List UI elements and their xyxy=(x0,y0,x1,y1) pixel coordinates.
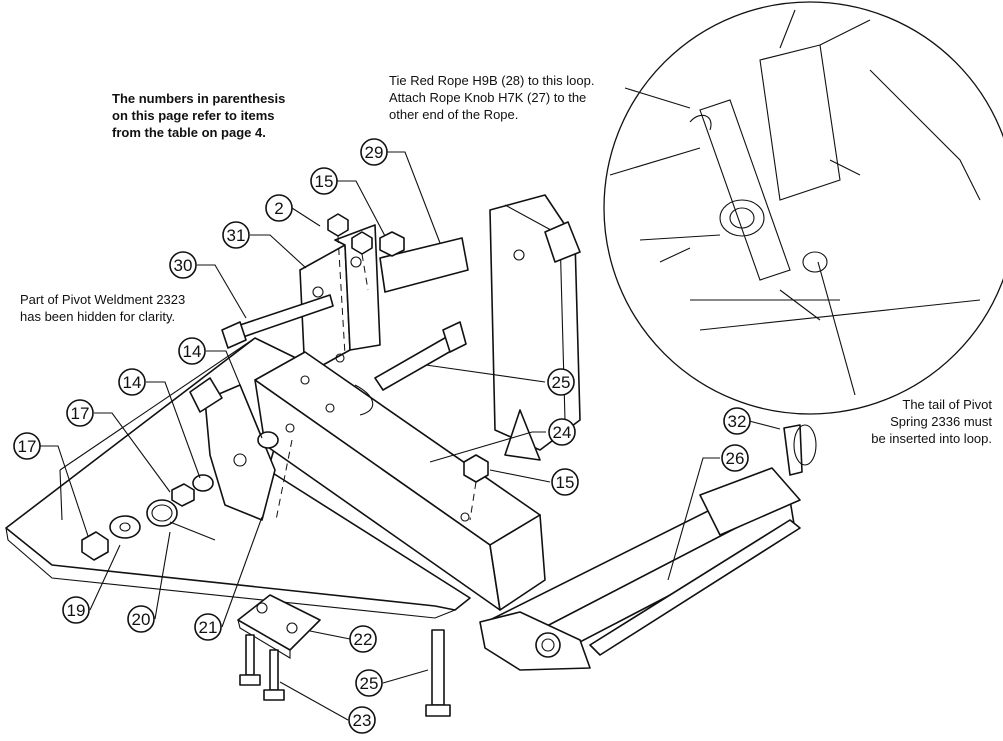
balloon-25-lower: 25 xyxy=(355,669,383,697)
rope-note: Tie Red Rope H9B (28) to this loop. Atta… xyxy=(389,72,594,123)
balloon-29: 29 xyxy=(360,138,388,166)
base-plate-22 xyxy=(237,594,321,659)
balloon-24: 24 xyxy=(548,418,576,446)
note-line: has been hidden for clarity. xyxy=(20,309,176,324)
assembly-lines xyxy=(275,235,477,521)
svg-text:26: 26 xyxy=(726,449,745,468)
nut-17-right xyxy=(171,483,195,507)
balloon-15-lower: 15 xyxy=(551,468,579,496)
note-line: The tail of Pivot xyxy=(902,397,992,412)
angle-bracket-29 xyxy=(379,237,469,293)
svg-text:30: 30 xyxy=(174,256,193,275)
balloon-leaders xyxy=(40,151,781,721)
nut-17-left xyxy=(81,531,109,561)
balloon-19: 19 xyxy=(62,596,90,624)
note-line: Part of Pivot Weldment 2323 xyxy=(20,292,186,307)
spring-20 xyxy=(146,499,216,541)
washer-19 xyxy=(109,515,141,539)
balloon-26: 26 xyxy=(721,444,749,472)
note-line: from the table on page 4. xyxy=(112,125,266,140)
note-line: Tie Red Rope H9B (28) to this loop. xyxy=(389,73,595,88)
detail-view xyxy=(603,1,1003,415)
note-line: Attach Rope Knob H7K (27) to the xyxy=(389,90,587,105)
svg-text:21: 21 xyxy=(199,618,218,637)
balloon-17-right: 17 xyxy=(66,399,94,427)
svg-text:14: 14 xyxy=(123,373,142,392)
washer-14-left xyxy=(192,474,214,492)
note-line: The numbers in parenthesis xyxy=(112,91,286,106)
note-line: Spring 2336 must xyxy=(890,414,992,429)
nut-2 xyxy=(327,213,349,237)
svg-text:22: 22 xyxy=(354,630,373,649)
nut-15-top xyxy=(379,231,405,257)
svg-text:15: 15 xyxy=(315,172,334,191)
balloon-2: 2 xyxy=(265,194,293,222)
balloon-23: 23 xyxy=(348,706,376,734)
balloon-20: 20 xyxy=(127,605,155,633)
reference-note: The numbers in parenthesis on this page … xyxy=(112,90,285,141)
svg-text:2: 2 xyxy=(274,199,283,218)
balloon-14-right: 14 xyxy=(178,337,206,365)
svg-text:32: 32 xyxy=(728,412,747,431)
svg-text:14: 14 xyxy=(183,342,202,361)
svg-text:29: 29 xyxy=(365,143,384,162)
pivot-tab xyxy=(544,221,581,263)
balloon-30: 30 xyxy=(169,251,197,279)
svg-text:19: 19 xyxy=(67,601,86,620)
balloon-21: 21 xyxy=(194,613,222,641)
hidden-part-note: Part of Pivot Weldment 2323 has been hid… xyxy=(20,291,185,325)
pin-25-lower xyxy=(425,629,451,717)
tongue-tube-26 xyxy=(479,467,801,671)
bolt-30 xyxy=(221,294,334,349)
pin-25-upper xyxy=(374,321,467,391)
balloon-15-top: 15 xyxy=(310,167,338,195)
balloon-22: 22 xyxy=(349,625,377,653)
rope-note-leader xyxy=(624,87,691,109)
note-line: other end of the Rope. xyxy=(389,107,519,122)
balloon-32: 32 xyxy=(723,407,751,435)
pin-clip-32 xyxy=(783,424,817,476)
washer-14-right xyxy=(257,431,279,449)
main-beam-24 xyxy=(254,351,546,611)
svg-text:24: 24 xyxy=(553,423,572,442)
balloon-17-left: 17 xyxy=(13,432,41,460)
svg-text:17: 17 xyxy=(18,437,37,456)
svg-text:20: 20 xyxy=(132,610,151,629)
bolts-23 xyxy=(239,634,285,701)
nut-15-lower xyxy=(463,454,489,483)
svg-text:25: 25 xyxy=(360,674,379,693)
balloon-14-left: 14 xyxy=(118,368,146,396)
balloon-31: 31 xyxy=(222,221,250,249)
svg-text:31: 31 xyxy=(227,226,246,245)
svg-text:15: 15 xyxy=(556,473,575,492)
note-line: be inserted into loop. xyxy=(871,431,992,446)
nut-2b xyxy=(351,231,373,255)
spring-note: The tail of Pivot Spring 2336 must be in… xyxy=(852,396,992,447)
bracket-31 xyxy=(299,224,381,376)
spring-note-leader xyxy=(817,261,856,396)
balloon-25-upper: 25 xyxy=(547,368,575,396)
note-line: on this page refer to items xyxy=(112,108,275,123)
svg-text:23: 23 xyxy=(353,711,372,730)
svg-text:17: 17 xyxy=(71,404,90,423)
svg-text:25: 25 xyxy=(552,373,571,392)
